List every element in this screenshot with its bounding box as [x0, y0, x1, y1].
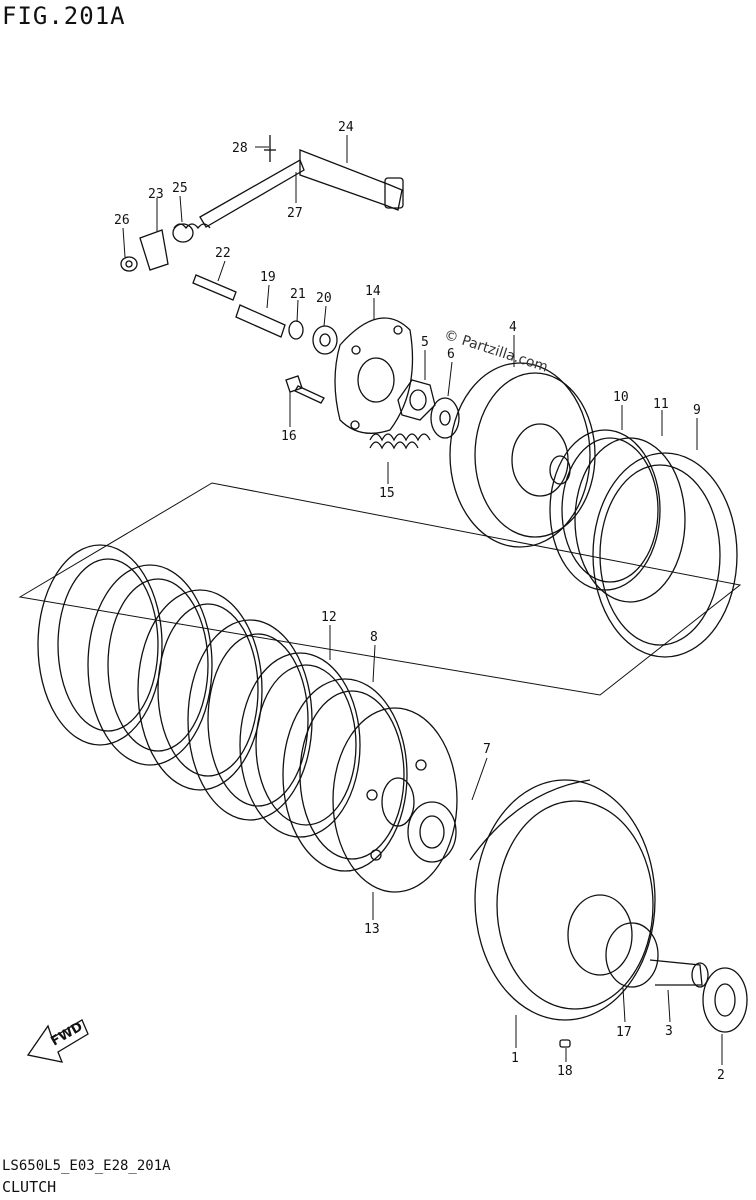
callout-5: 5 [421, 335, 429, 350]
thrust-washer-part [407, 801, 457, 863]
push-piece-part [235, 304, 338, 355]
pressure-plate-part [334, 317, 414, 434]
callout-26: 26 [114, 213, 130, 228]
thrust-washer-2-part [702, 967, 748, 1033]
callout-15: 15 [379, 486, 395, 501]
callout-8: 8 [370, 630, 378, 645]
callout-11: 11 [653, 397, 669, 412]
judder-plate-13-part [332, 707, 458, 893]
sleeve-part [649, 959, 709, 988]
plate-stack-box [18, 482, 742, 696]
callout-25: 25 [172, 181, 188, 196]
driven-plate-12-part [239, 652, 361, 838]
callout-24: 24 [338, 120, 354, 135]
pin-part [559, 1039, 571, 1048]
spring-seat-part [549, 429, 661, 591]
callout-3: 3 [665, 1024, 673, 1039]
callout-9: 9 [693, 403, 701, 418]
callout-19: 19 [260, 270, 276, 285]
callout-16: 16 [281, 429, 297, 444]
callout-28: 28 [232, 141, 248, 156]
callout-12: 12 [321, 610, 337, 625]
primary-gear-housing-part [469, 779, 656, 1021]
sleeve-hub-part [449, 362, 596, 548]
callout-27: 27 [287, 206, 303, 221]
callout-17: 17 [616, 1025, 632, 1040]
spacer-part [605, 922, 659, 988]
callout-14: 14 [365, 284, 381, 299]
callout-13: 13 [364, 922, 380, 937]
callout-22: 22 [215, 246, 231, 261]
callout-4: 4 [509, 320, 517, 335]
figure-code: LS650L5_E03_E28_201A [2, 1158, 171, 1174]
cushion-spring-part [574, 437, 686, 603]
fwd-arrow-icon: FWD [26, 1019, 89, 1063]
drive-plate-8-part [282, 678, 408, 872]
bolt-part [285, 375, 325, 404]
callout-20: 20 [316, 291, 332, 306]
nut-part [397, 379, 436, 421]
callout-labels: 28 24 23 25 26 27 22 19 21 20 14 16 5 6 … [114, 120, 725, 1083]
figure-name: CLUTCH [2, 1178, 57, 1196]
callout-23: 23 [148, 187, 164, 202]
callout-21: 21 [290, 287, 306, 302]
callout-1: 1 [511, 1051, 519, 1066]
clutch-springs-part [369, 433, 431, 450]
callout-2: 2 [717, 1068, 725, 1083]
callout-7: 7 [483, 742, 491, 757]
push-rod-part [192, 274, 237, 301]
friction-plates-part [37, 544, 313, 821]
lock-washer-part [430, 397, 460, 439]
callout-6: 6 [447, 347, 455, 362]
callout-18: 18 [557, 1064, 573, 1079]
figure-title: FIG.201A [2, 2, 126, 30]
drive-plate-9-part [592, 452, 738, 658]
release-lever-part [120, 223, 211, 272]
leader-lines [122, 135, 723, 1065]
callout-10: 10 [613, 390, 629, 405]
